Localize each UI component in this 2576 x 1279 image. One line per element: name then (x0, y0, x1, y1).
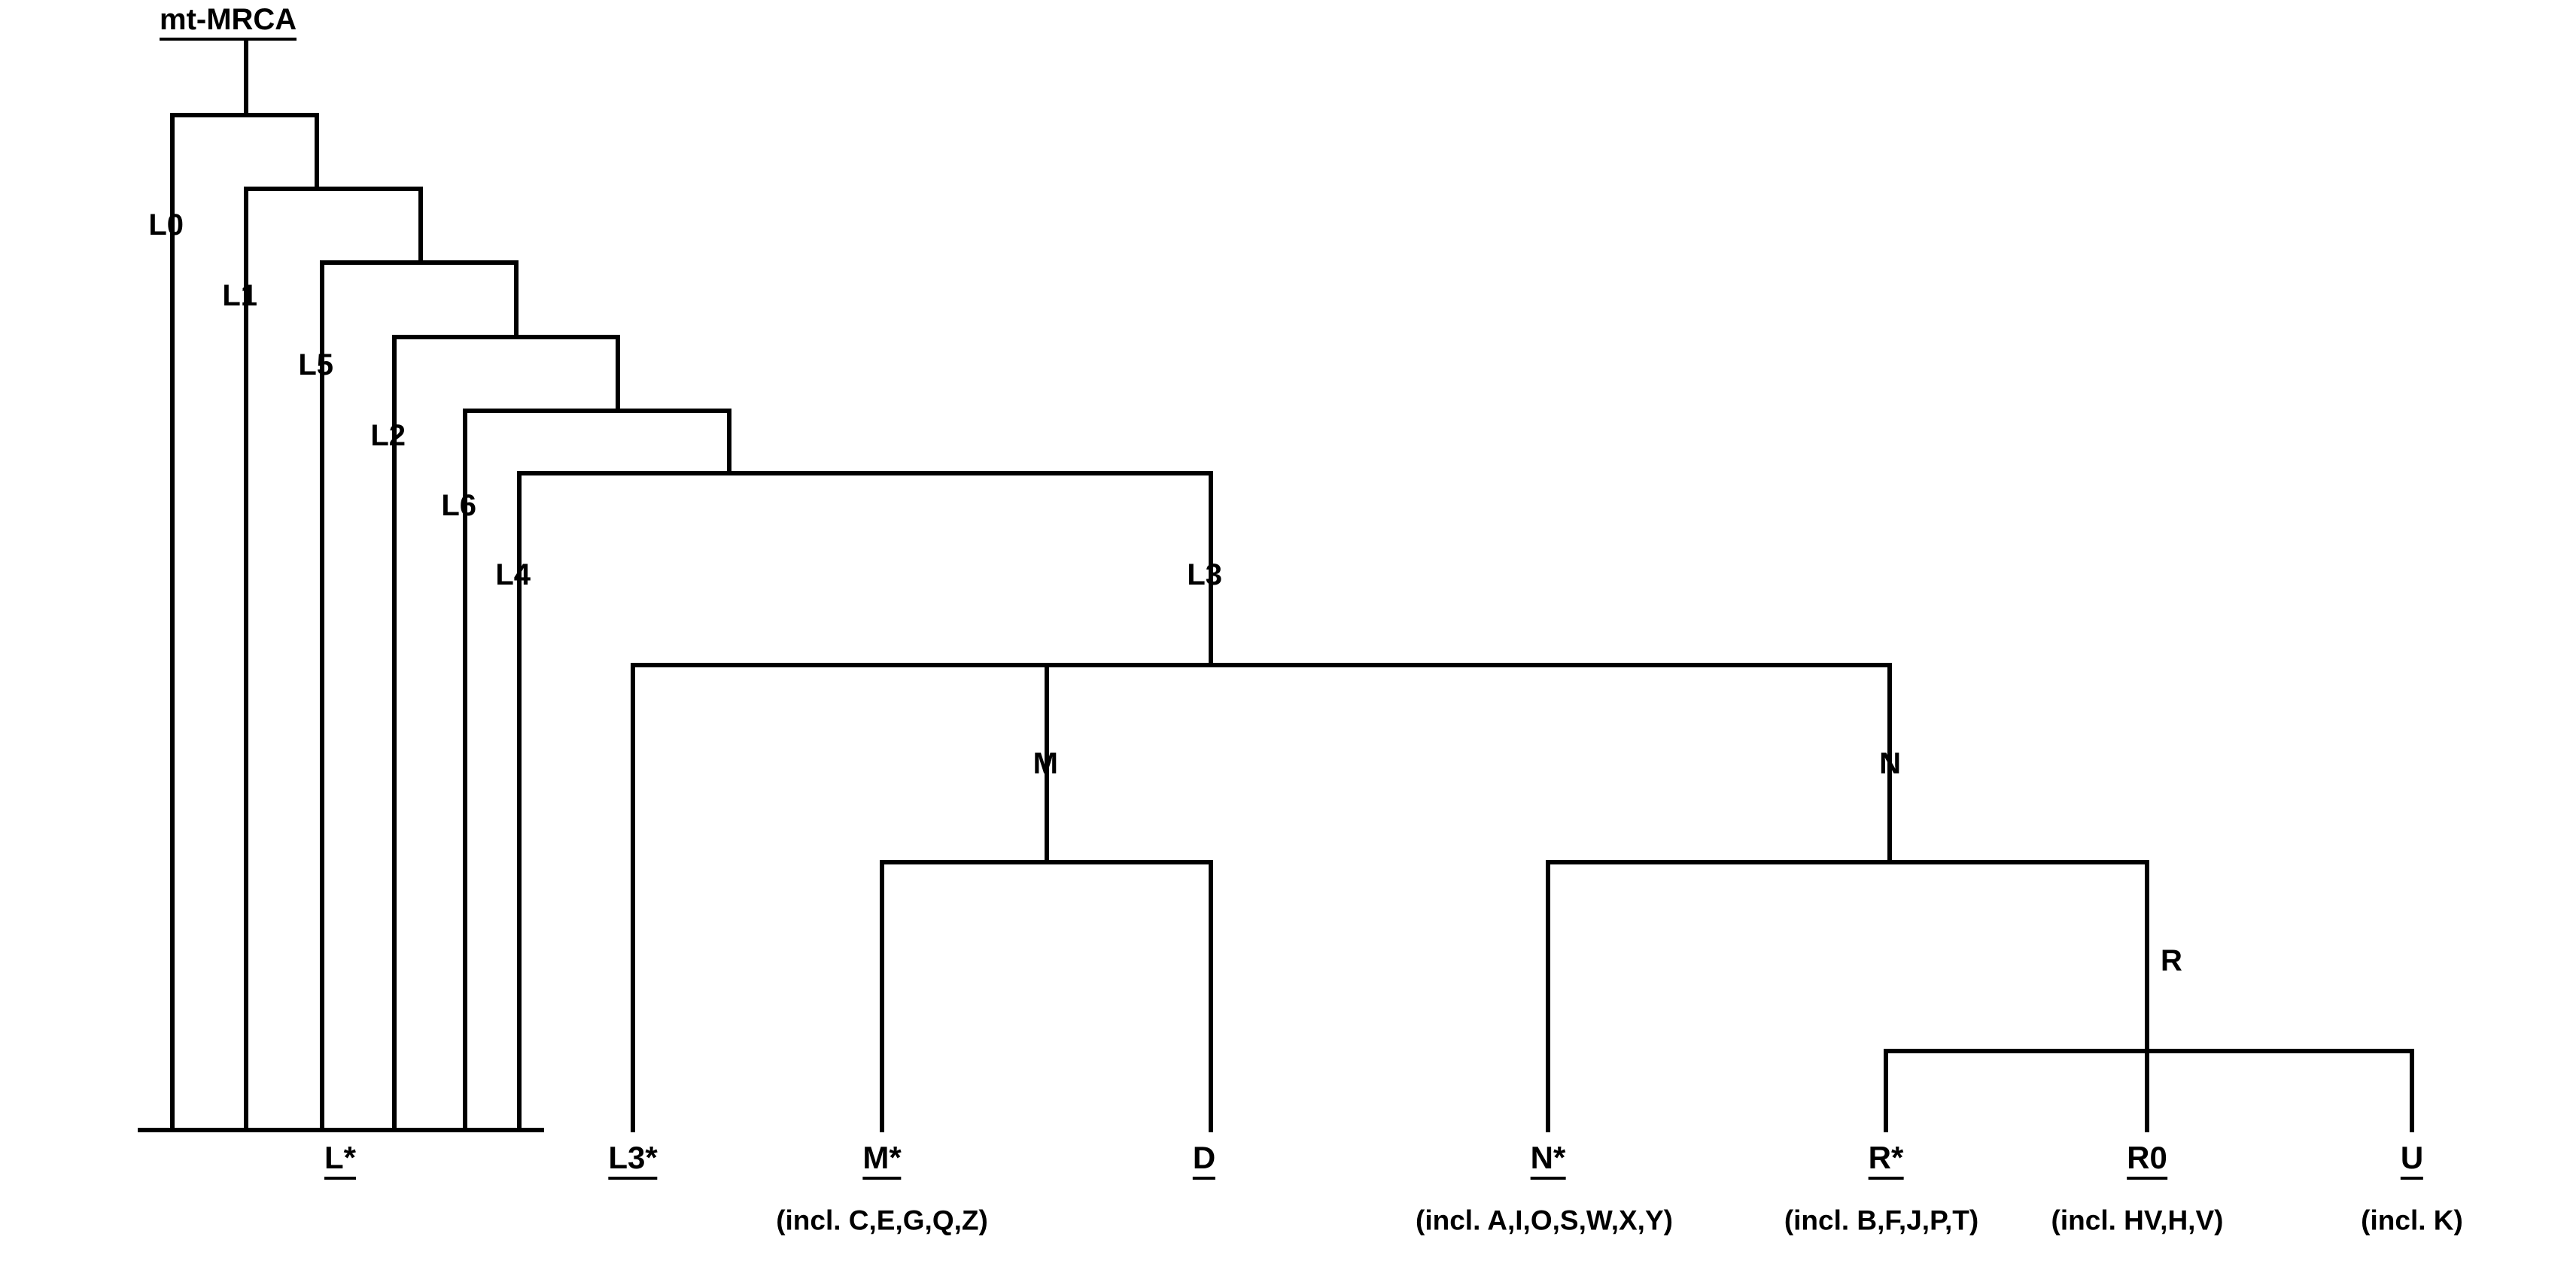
node-label-N-star: N* (1530, 1142, 1566, 1180)
includes-label-N-star-incl: (incl. A,I,O,S,W,X,Y) (1416, 1205, 1673, 1236)
includes-label-M-star-incl: (incl. C,E,G,Q,Z) (776, 1205, 988, 1236)
node-label-M: M (1033, 747, 1058, 780)
node-label-D: D (1192, 1142, 1216, 1180)
node-label-L6: L6 (441, 489, 476, 522)
node-label-U: U (2400, 1142, 2424, 1180)
node-label-L5: L5 (298, 348, 333, 381)
node-label-R-star: R* (1868, 1142, 1904, 1180)
node-label-L0: L0 (148, 208, 184, 242)
node-label-L-star: L* (324, 1142, 356, 1180)
node-label-L2: L2 (370, 419, 406, 452)
node-label-L1: L1 (222, 279, 257, 312)
node-label-mt-mrca: mt-MRCA (160, 5, 297, 41)
includes-label-R0-incl: (incl. HV,H,V) (2051, 1205, 2224, 1236)
node-label-L4: L4 (495, 558, 531, 591)
node-label-L3: L3 (1187, 558, 1222, 591)
node-label-N: N (1879, 747, 1901, 780)
node-label-R: R (2161, 944, 2182, 977)
node-label-R0: R0 (2127, 1142, 2167, 1180)
includes-label-R-star-incl: (incl. B,F,J,P,T) (1784, 1205, 1979, 1236)
node-label-L3-star: L3* (608, 1142, 658, 1180)
node-label-M-star: M* (862, 1142, 902, 1180)
includes-label-U-incl: (incl. K) (2361, 1205, 2463, 1236)
